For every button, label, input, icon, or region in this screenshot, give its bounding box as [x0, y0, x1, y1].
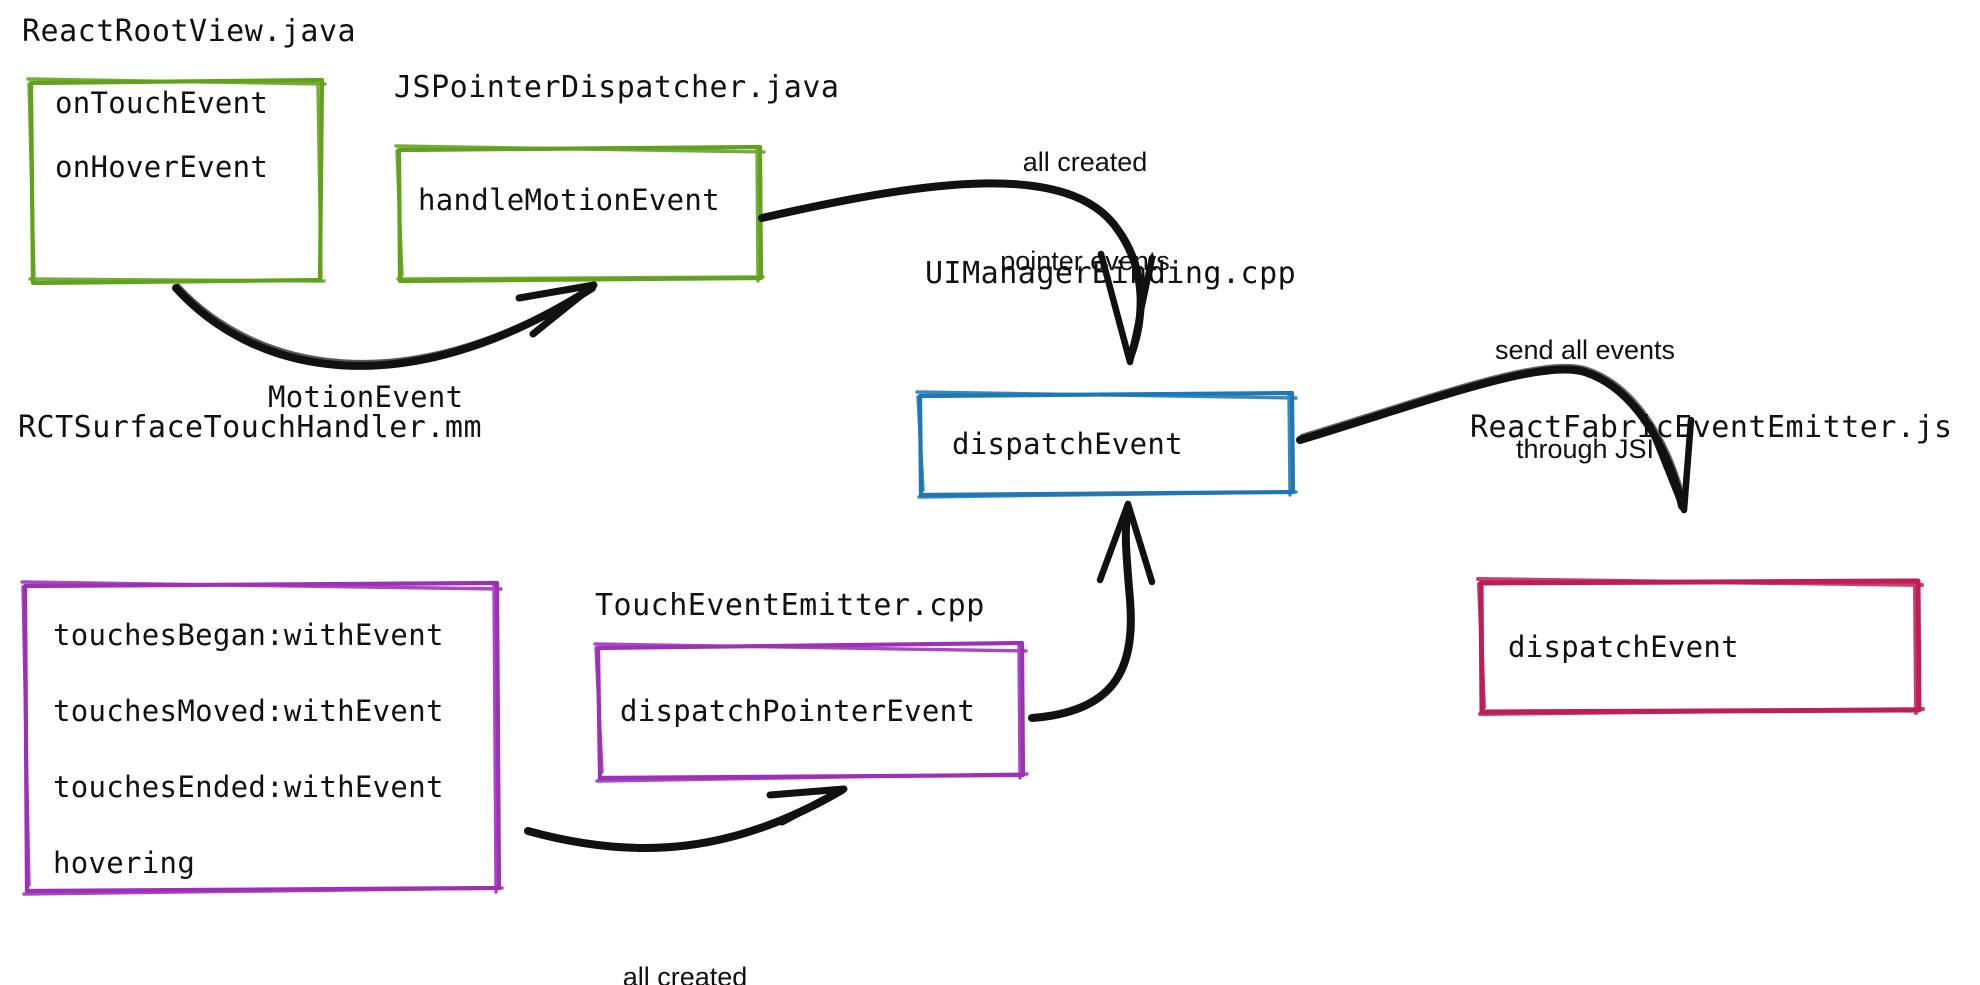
edge-arrow-emitter-to-binding	[1028, 500, 1156, 722]
caption-ui-manager-binding: UIManagerBinding.cpp	[925, 256, 1297, 291]
edge-label-ios-pointer-events-line1: all created	[622, 961, 748, 985]
edge-label-ios-pointer-events: all created pointer events	[540, 895, 830, 985]
edge-label-jsi-bridge: send all events through JSI	[1440, 268, 1730, 532]
edge-label-android-pointer-events-line2: pointer events	[1000, 245, 1170, 276]
node-line-touches-moved: touchesMoved:withEvent	[53, 694, 444, 728]
node-line-handle-motion-event: handleMotionEvent	[418, 183, 720, 217]
caption-react-fabric-event-emitter: ReactFabricEventEmitter.js	[1470, 410, 1953, 445]
edge-label-android-pointer-events-line1: all created	[1022, 146, 1148, 177]
edge-arrow-ios-pointer-events	[524, 785, 848, 853]
edge-label-jsi-bridge-line1: send all events	[1494, 334, 1676, 365]
caption-react-root-view: ReactRootView.java	[22, 14, 357, 49]
edge-label-jsi-bridge-line2: through JSI	[1515, 433, 1655, 464]
node-line-dispatch-event-fabric: dispatchEvent	[1508, 630, 1739, 664]
caption-touch-event-emitter: TouchEventEmitter.cpp	[595, 588, 985, 623]
node-line-on-touch-event: onTouchEvent	[55, 86, 269, 120]
node-line-dispatch-event-binding: dispatchEvent	[952, 427, 1183, 461]
edge-label-motion-event: MotionEvent	[268, 380, 464, 414]
node-line-touches-began: touchesBegan:withEvent	[53, 618, 444, 652]
node-line-touches-ended: touchesEnded:withEvent	[53, 770, 444, 804]
caption-js-pointer-dispatcher: JSPointerDispatcher.java	[394, 70, 840, 105]
edge-arrow-motion-event	[172, 281, 598, 370]
node-line-dispatch-pointer-event: dispatchPointerEvent	[620, 694, 976, 728]
edge-label-android-pointer-events: all created pointer events	[940, 80, 1230, 344]
node-line-on-hover-event: onHoverEvent	[55, 150, 269, 184]
caption-rct-surface-touch-handler: RCTSurfaceTouchHandler.mm	[18, 410, 483, 445]
node-line-hovering: hovering	[53, 846, 196, 880]
